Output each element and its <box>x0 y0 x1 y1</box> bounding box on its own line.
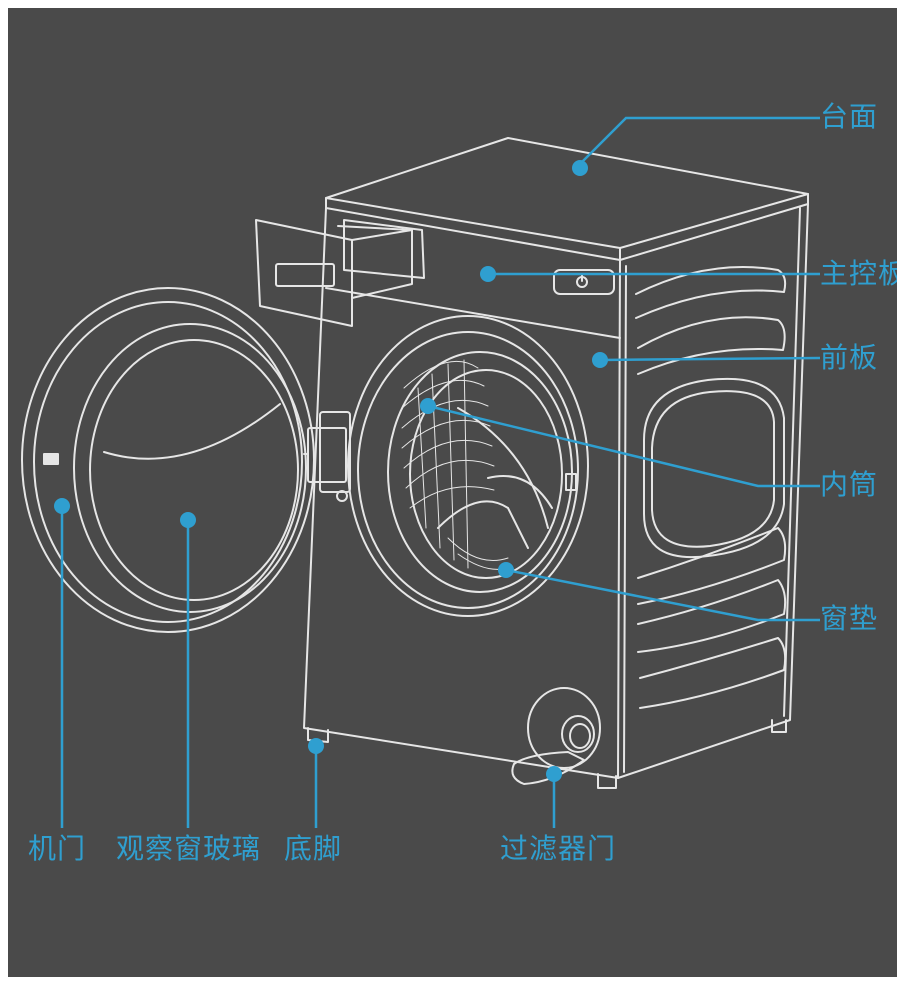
dot-feet <box>308 738 324 754</box>
dot-door <box>54 498 70 514</box>
label-front-panel: 前板 <box>820 341 879 374</box>
dot-front-panel <box>592 352 608 368</box>
label-filter-door: 过滤器门 <box>500 832 617 865</box>
foot-front <box>597 773 617 789</box>
leader-window-gasket <box>505 568 820 622</box>
dot-main-control-panel <box>480 266 496 282</box>
foot-back <box>771 719 787 733</box>
label-inner-drum: 内筒 <box>820 468 879 501</box>
front-panel-outline <box>303 207 619 779</box>
inner-drum-mesh <box>401 359 509 570</box>
detergent-drawer <box>255 219 353 327</box>
label-window-gasket: 窗垫 <box>820 602 879 635</box>
label-door: 机门 <box>28 832 87 865</box>
label-feet: 底脚 <box>284 832 343 865</box>
door-opening <box>347 315 589 617</box>
side-oval <box>643 377 785 558</box>
leader-lines <box>60 116 821 828</box>
filter-cover <box>527 687 601 769</box>
label-countertop: 台面 <box>820 100 879 133</box>
dot-window-gasket <box>498 562 514 578</box>
label-viewing-glass: 观察窗玻璃 <box>116 832 262 865</box>
dot-filter-door <box>546 766 562 782</box>
power-button-frame <box>553 269 615 295</box>
door-latch <box>43 453 59 465</box>
dot-inner-drum <box>420 398 436 414</box>
door-outer-ring <box>21 287 315 633</box>
diagram-panel: 台面 主控板 前板 内筒 窗垫 机门 观察窗玻璃 底脚 过滤器门 <box>8 8 897 977</box>
leader-front-panel <box>599 356 821 362</box>
leader-countertop <box>579 116 820 165</box>
viewing-glass-outline <box>73 323 307 613</box>
dot-viewing-glass <box>180 512 196 528</box>
label-main-control-panel: 主控板 <box>820 257 897 290</box>
dot-countertop <box>572 160 588 176</box>
leader-inner-drum <box>427 404 820 488</box>
washing-machine-illustration <box>21 116 821 828</box>
side-panel-outline <box>617 203 809 779</box>
window-gasket-ring <box>387 351 573 593</box>
